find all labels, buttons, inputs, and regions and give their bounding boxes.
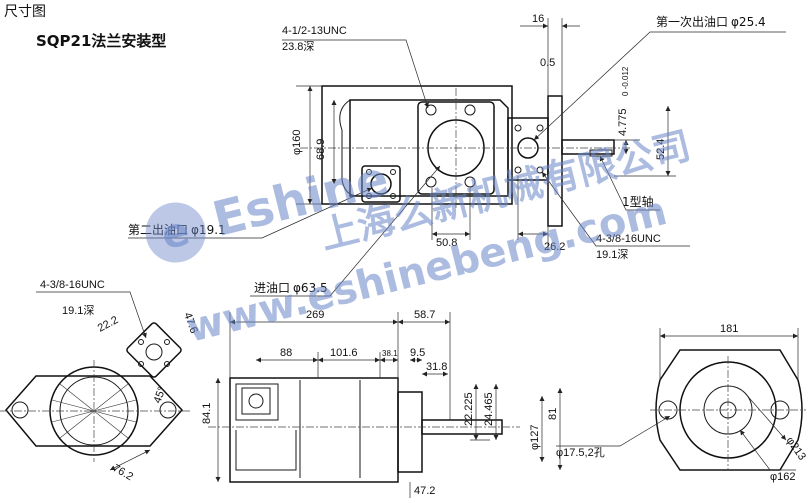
shaft [561,139,615,155]
label-thread-right-depth: 19.1深 [596,248,628,261]
label-thread-left-depth: 19.1深 [62,304,94,317]
dim-47-2: 47.2 [414,485,435,497]
dim-81: 81 [547,408,559,420]
dim-phi127: φ127 [529,425,541,451]
dim-45-deg: 45° [152,385,169,405]
dim-26-2: 26.2 [544,241,565,253]
label-thread-top: 4-1/2-13UNC [282,25,347,37]
top-view-body [321,85,513,205]
label-shaft-type: 1型轴 [622,194,654,209]
dim-84-1: 84.1 [201,403,213,424]
dim-0-5: 0.5 [540,57,555,69]
dim-181: 181 [720,323,738,335]
dim-4-775-tol: 0 -0.012 [621,66,630,96]
dim-16: 16 [532,13,544,25]
label-thread-left: 4-3/8-16UNC [40,279,105,291]
dim-phi162: φ162 [770,471,796,483]
dim-101-6: 101.6 [330,347,358,359]
dim-50-8: 50.8 [436,237,457,249]
mounting-plate [547,95,563,227]
label-holes: φ17.5,2孔 [556,446,605,459]
dim-22-2: 22.2 [96,314,121,335]
side-view: 269 58.7 88 101.6 38.1 9.5 31.8 84.1 22.… [201,309,563,498]
dim-4-775: 4.775 [617,108,629,136]
dim-38-1: 38.1 [382,349,398,358]
side-view-flange [397,391,423,473]
right-view: 181 φ213 φ162 φ17.5,2孔 [556,323,808,483]
model-title: SQP21法兰安装型 [36,32,166,50]
page-title: 尺寸图 [4,4,46,20]
dim-9-5: 9.5 [410,347,425,359]
left-view: 4-3/8-16UNC 19.1深 22.2 47.6 45° 76.2 [0,279,200,483]
left-view-body [5,375,184,447]
dim-52-4: 52.4 [655,139,667,160]
dim-24-465: 24.465 [483,392,495,426]
dim-58-7: 58.7 [414,309,435,321]
dim-88: 88 [280,347,292,359]
dim-76-2: 76.2 [111,462,136,483]
top-view: φ160 68.9 50.8 26.2 16 0.5 4.775 0 -0.01… [128,13,786,297]
dim-31-8: 31.8 [426,361,447,373]
right-view-body [655,349,803,471]
left-view-flange [126,322,182,378]
watermark-logo-icon [145,202,206,263]
label-thread-top-depth: 23.8深 [282,40,314,53]
dim-phi160: φ160 [291,130,303,156]
label-thread-right: 4-3/8-16UNC [596,233,661,245]
dim-269: 269 [306,309,324,321]
outlet2-port [370,173,392,195]
outlet2-flange [361,165,401,203]
dim-22-225: 22.225 [463,392,475,426]
dim-68-9: 68.9 [315,139,327,160]
